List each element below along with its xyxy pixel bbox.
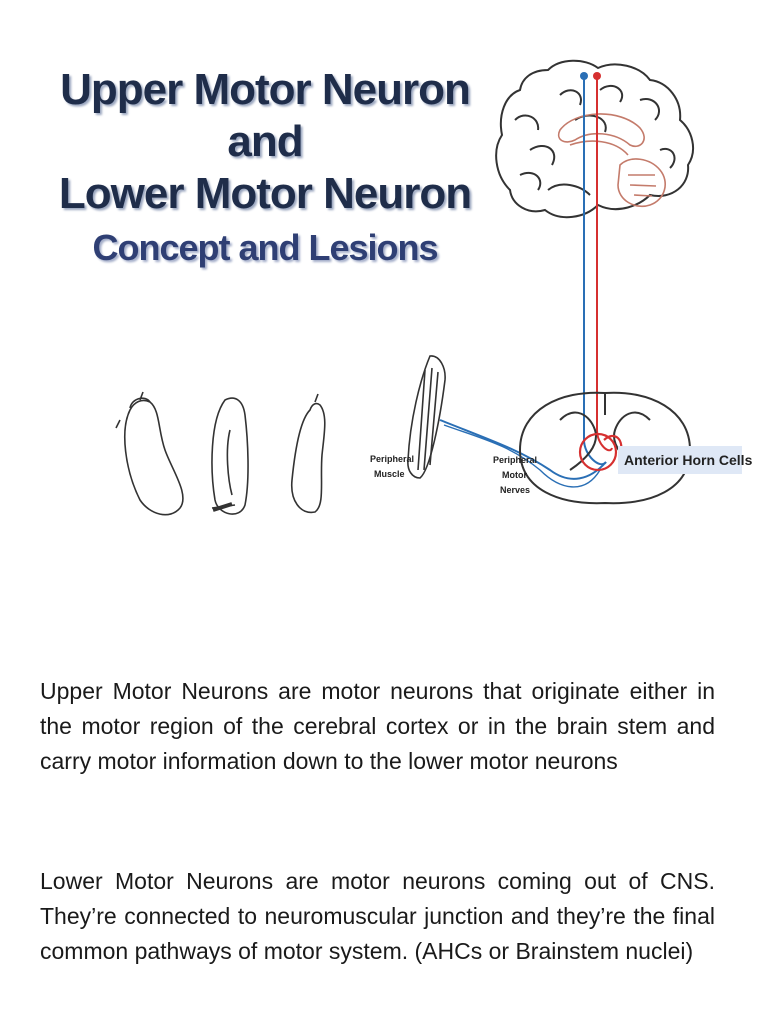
brain-inner-structures [557, 113, 666, 207]
subtitle: Concept and Lesions [92, 227, 438, 268]
upper-motor-neuron-paragraph: Upper Motor Neurons are motor neurons th… [40, 678, 715, 774]
peripheral-motor-label-3: Nerves [500, 485, 530, 495]
foot-illustration-right [290, 393, 326, 514]
anterior-horn-label-bg [618, 446, 742, 474]
upper-tract-red [596, 76, 613, 452]
peripheral-motor-label-1: Peripheral [493, 455, 537, 465]
title-line-2: and [227, 117, 303, 166]
peripheral-muscle-label-1: Peripheral [370, 454, 414, 464]
peripheral-muscle-illustration [407, 355, 446, 479]
title-line-1: Upper Motor Neuron [60, 65, 471, 114]
motor-neuron-diagram: Anterior Horn Cells Peripheral Muscle Pe… [115, 59, 753, 516]
foot-illustration-left [115, 391, 184, 516]
foot-illustration-center [211, 397, 249, 515]
anterior-horn-label: Anterior Horn Cells [624, 452, 753, 468]
peripheral-nerve-blue [439, 419, 607, 480]
lower-motor-neuron-paragraph: Lower Motor Neurons are motor neurons co… [40, 868, 715, 964]
title-block: Upper Motor Neuron and Lower Motor Neuro… [40, 64, 490, 270]
title-line-3: Lower Motor Neuron [58, 169, 472, 218]
peripheral-motor-label-2: Motor [502, 470, 527, 480]
peripheral-muscle-label-2: Muscle [374, 469, 405, 479]
